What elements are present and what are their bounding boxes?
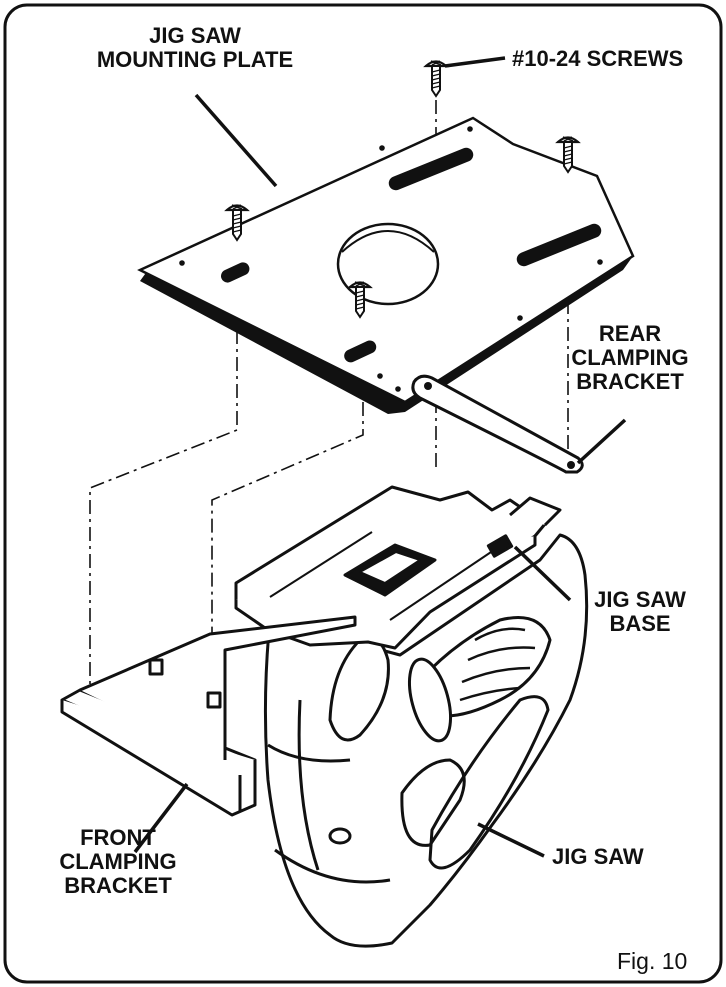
label-line: BRACKET bbox=[64, 872, 172, 898]
label-jig-saw-base: JIG SAW BASE bbox=[580, 588, 700, 636]
figure-number: Fig. 10 bbox=[617, 948, 688, 974]
label-line: REAR bbox=[598, 321, 662, 346]
label-line: JIG SAW bbox=[149, 23, 241, 48]
label-mounting-plate: JIG SAW MOUNTING PLATE bbox=[95, 24, 295, 72]
label-jig-saw: JIG SAW bbox=[552, 844, 644, 869]
jig-saw-base bbox=[234, 485, 562, 650]
label-line: FRONT bbox=[80, 825, 156, 850]
label-front-clamping-bracket: FRONT CLAMPING BRACKET bbox=[48, 826, 188, 897]
center-hole bbox=[336, 222, 440, 306]
jig-saw-body bbox=[263, 533, 589, 948]
rear-clamping-bracket bbox=[411, 374, 584, 474]
screw-icon bbox=[424, 59, 448, 98]
label-line: BRACKET bbox=[576, 368, 684, 394]
leader-lines bbox=[133, 56, 627, 858]
label-line: CLAMPING bbox=[59, 848, 177, 874]
label-screws: #10-24 SCREWS bbox=[512, 46, 684, 71]
label-line: CLAMPING bbox=[571, 344, 689, 370]
label-rear-clamping-bracket: REAR CLAMPING BRACKET bbox=[560, 322, 700, 393]
label-line: MOUNTING PLATE bbox=[96, 46, 294, 72]
front-clamping-bracket bbox=[60, 615, 357, 817]
figure-border bbox=[3, 3, 723, 984]
label-line: JIG SAW bbox=[594, 587, 686, 612]
label-line: BASE bbox=[609, 610, 671, 636]
